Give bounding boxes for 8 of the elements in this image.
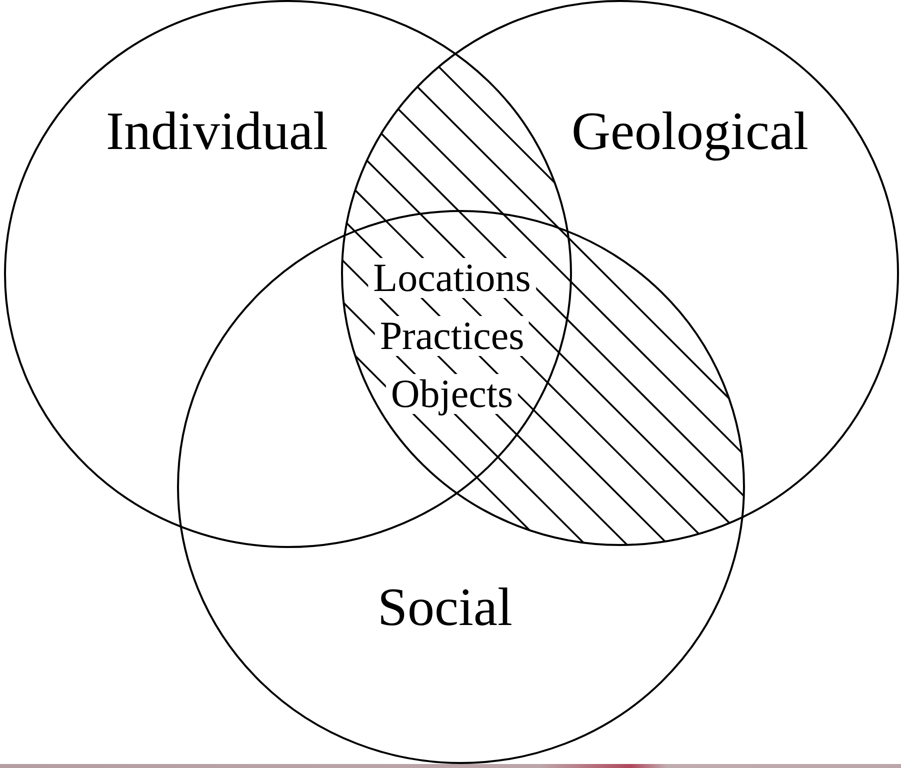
venn-circle: [177, 210, 745, 764]
venn-circle: [4, 0, 572, 548]
region-label: Practices: [374, 316, 530, 356]
region-label: Objects: [386, 374, 518, 414]
set-label: Social: [378, 580, 512, 634]
set-label: Individual: [106, 104, 328, 158]
region-label: Locations: [368, 258, 536, 298]
venn-circle: [341, 0, 899, 546]
